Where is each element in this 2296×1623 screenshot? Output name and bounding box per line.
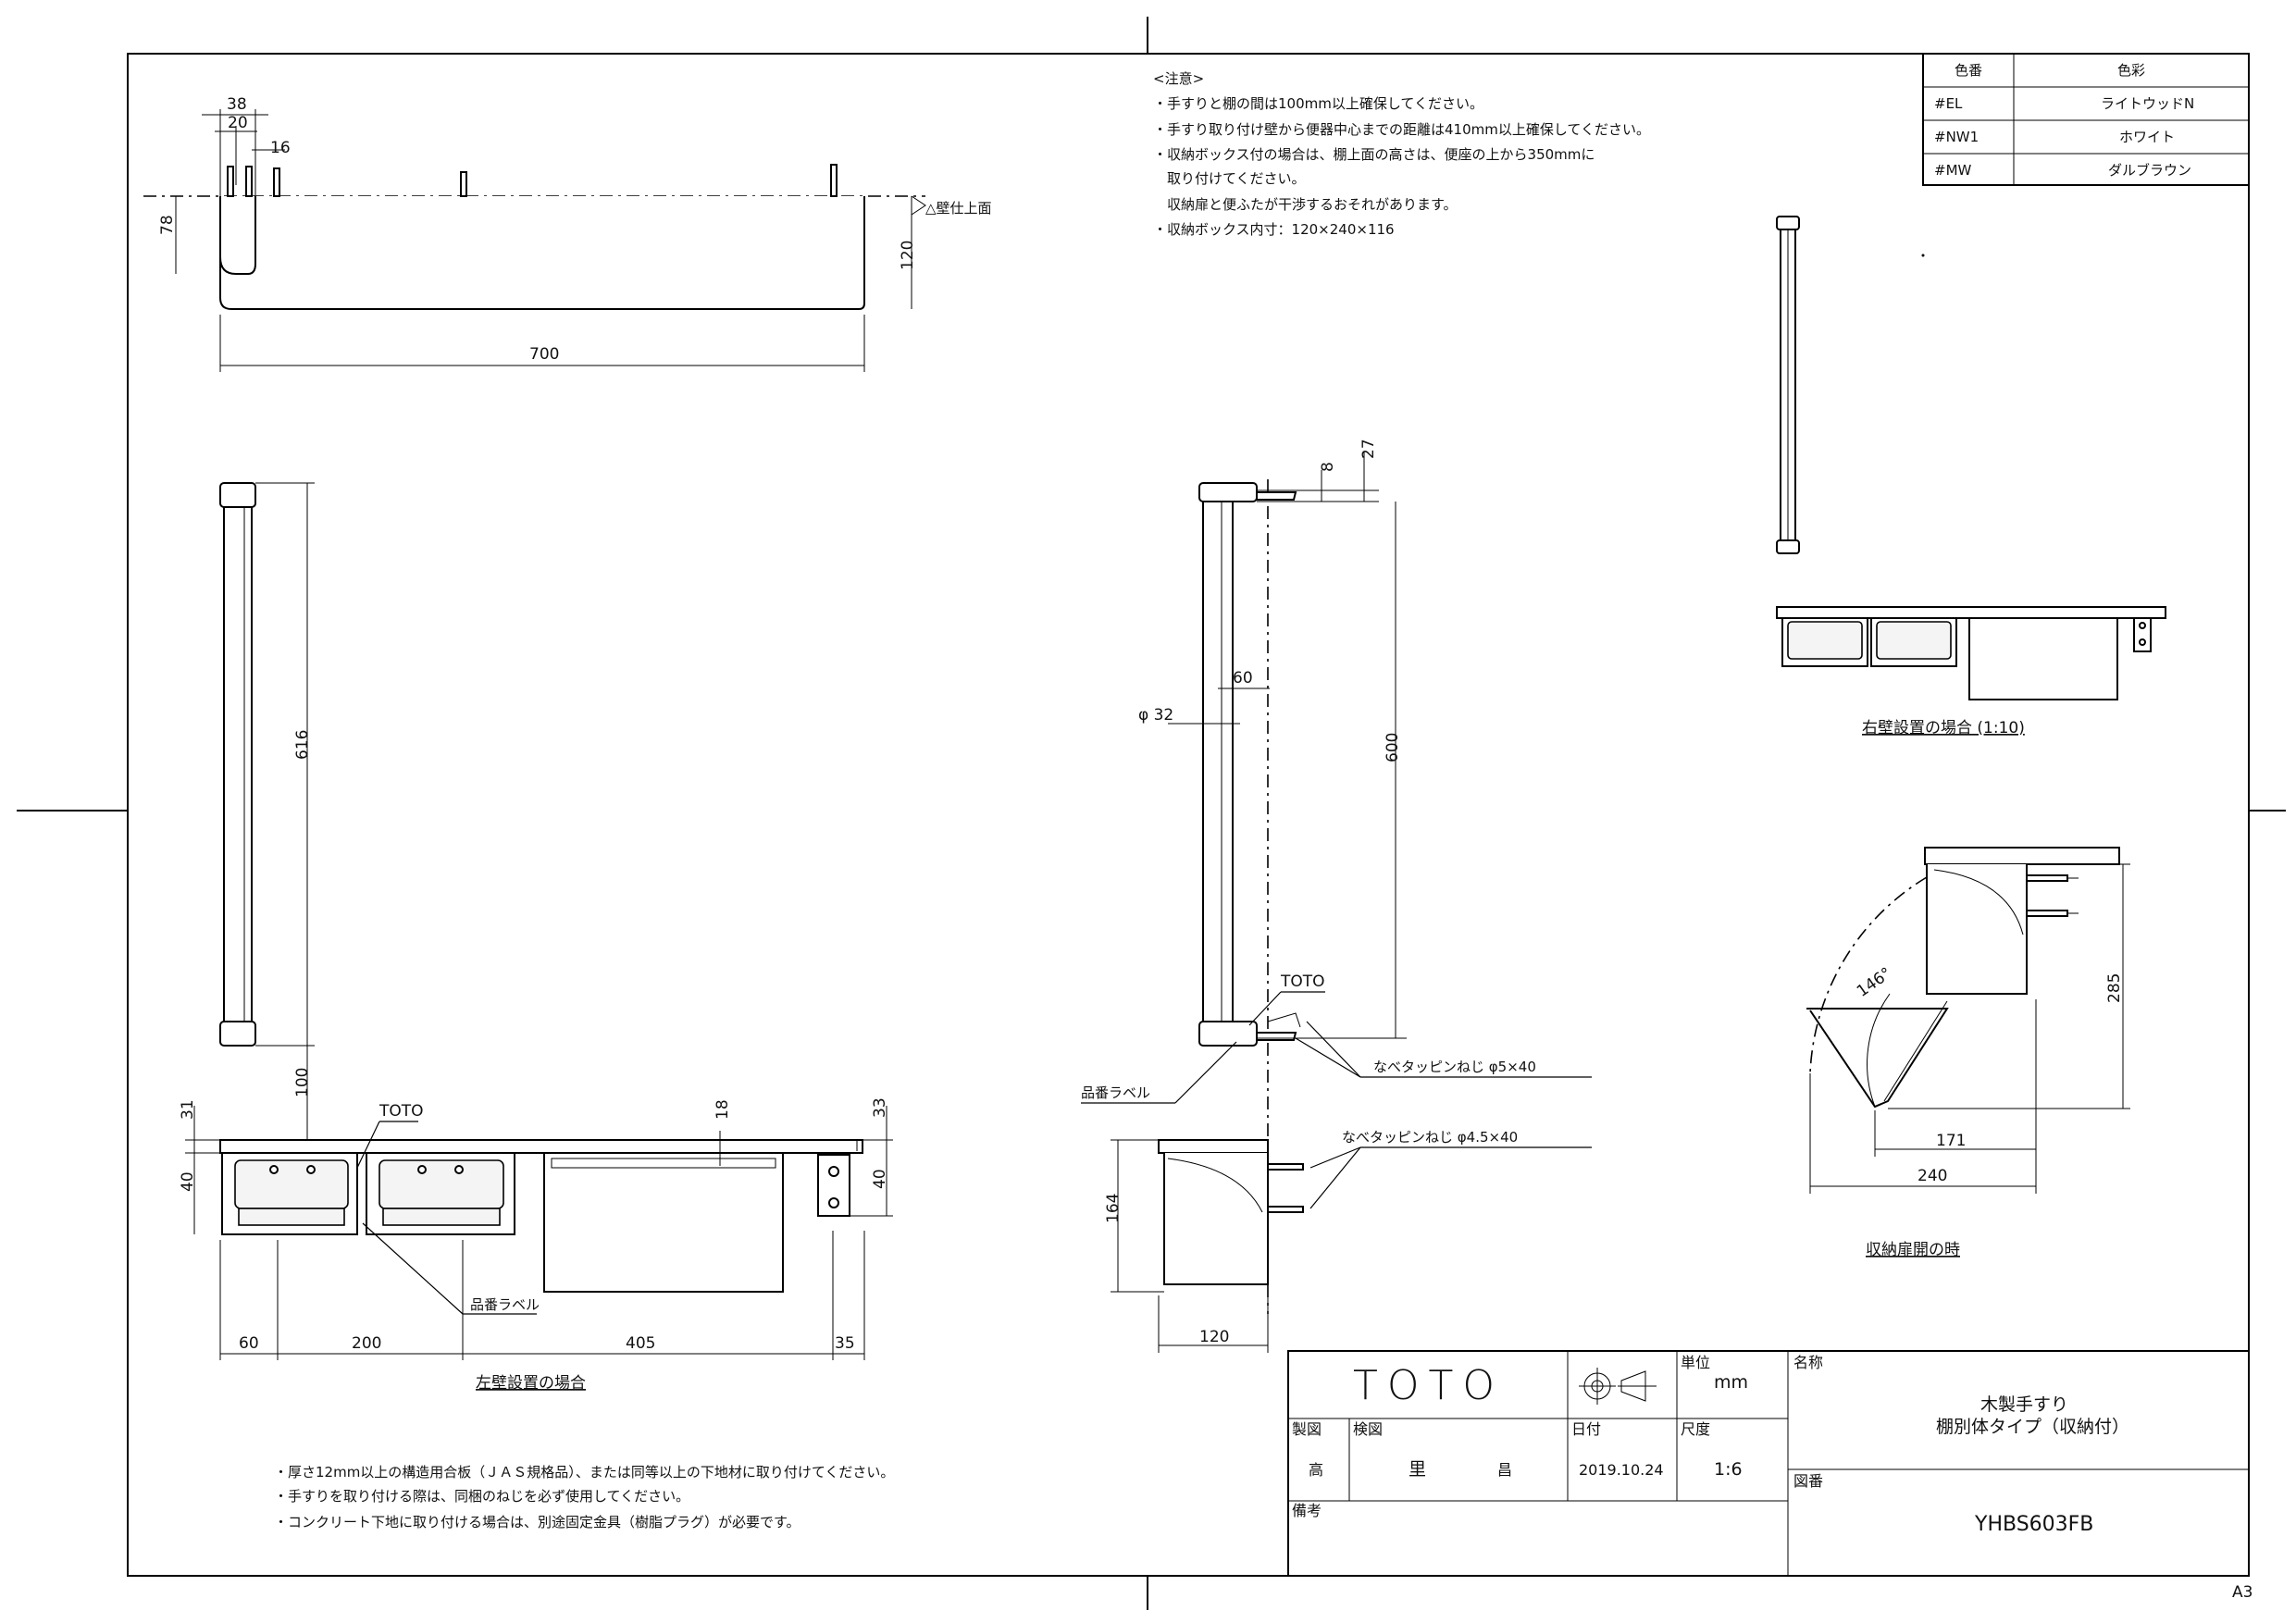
- dim-200: 200: [352, 1334, 381, 1353]
- color-name: ライトウッドN: [2101, 95, 2194, 112]
- front-view: 31 40 18 33 40 TOTO 品番ラベル 60 200 405 35 …: [179, 1097, 893, 1393]
- drawing-no-label: 図番: [1793, 1472, 1823, 1490]
- remarks-label: 備考: [1292, 1502, 1322, 1519]
- stamp-drafter: 高: [1309, 1461, 1323, 1479]
- open-dim-285: 285: [2105, 973, 2124, 1003]
- front-toto-label: TOTO: [379, 1102, 424, 1121]
- side-toto-label: TOTO: [1280, 973, 1325, 991]
- notice-block: <注意> ・手すりと棚の間は100mm以上確保してください。 ・手すり取り付け壁…: [1153, 70, 1650, 238]
- color-table-header-color: 色彩: [2117, 62, 2145, 79]
- side-part-label: 品番ラベル: [1081, 1084, 1150, 1101]
- unit-value: mm: [1714, 1372, 1748, 1393]
- notice-line: ・収納ボックス内寸：120×240×116: [1153, 221, 1395, 238]
- side-screw5-label: なべタッピンねじ φ5×40: [1373, 1059, 1536, 1075]
- side-dim-164: 164: [1104, 1194, 1123, 1223]
- date-value: 2019.10.24: [1579, 1461, 1664, 1479]
- color-code: #NW1: [1934, 129, 1979, 145]
- dim-35: 35: [835, 1334, 855, 1353]
- side-screw45-label: なべタッピンねじ φ4.5×40: [1342, 1129, 1518, 1146]
- dim-38: 38: [227, 95, 247, 114]
- open-dim-171: 171: [1936, 1132, 1966, 1150]
- wall-top-label: △壁仕上面: [925, 200, 992, 217]
- dim-60: 60: [239, 1334, 259, 1353]
- dim-700: 700: [529, 345, 559, 364]
- side-phi32: φ 32: [1138, 706, 1173, 725]
- name-label: 名称: [1793, 1354, 1823, 1371]
- dim-33: 33: [871, 1097, 889, 1118]
- rail-view-left: 616 100: [219, 482, 315, 1140]
- side-dim-8: 8: [1319, 462, 1337, 472]
- color-name: ダルブラウン: [2108, 162, 2191, 179]
- bottom-note: ・厚さ12mm以上の構造用合板（ＪＡＳ規格品）、または同等以上の下地材に取り付け…: [274, 1464, 894, 1481]
- color-name: ホワイト: [2119, 129, 2175, 145]
- side-dim-60: 60: [1233, 669, 1253, 688]
- right-wall-caption: 右壁設置の場合 (1:10): [1862, 719, 2025, 737]
- notice-line: 取り付けてください。: [1153, 170, 1306, 187]
- unit-label: 単位: [1681, 1354, 1710, 1371]
- drawing-no: YHBS603FB: [1974, 1513, 2093, 1536]
- side-dim-27: 27: [1359, 439, 1378, 459]
- dim-16: 16: [270, 139, 291, 157]
- color-table: 色番 色彩 #EL ライトウッドN #NW1 ホワイト #MW ダルブラウン: [1922, 53, 2250, 186]
- notice-line: ・手すり取り付け壁から便器中心までの距離は410mm以上確保してください。: [1153, 121, 1650, 138]
- side-dim-120: 120: [1199, 1328, 1229, 1346]
- bottom-note: ・コンクリート下地に取り付ける場合は、別途固定金具（樹脂プラグ）が必要です。: [274, 1514, 800, 1530]
- right-wall-view: 右壁設置の場合 (1:10): [1776, 216, 2166, 737]
- notice-line: ・手すりと棚の間は100mm以上確保してください。: [1153, 95, 1483, 112]
- color-table-header-code: 色番: [1955, 62, 1982, 79]
- date-label: 日付: [1571, 1420, 1601, 1438]
- bottom-notes: ・厚さ12mm以上の構造用合板（ＪＡＳ規格品）、または同等以上の下地材に取り付け…: [274, 1464, 894, 1530]
- bottom-note: ・手すりを取り付ける際は、同梱のねじを必ず使用してください。: [274, 1488, 689, 1505]
- title-logo: TOTO: [1353, 1362, 1504, 1409]
- dim-31: 31: [179, 1099, 197, 1120]
- front-view-caption: 左壁設置の場合: [476, 1374, 586, 1393]
- dim-100: 100: [293, 1068, 312, 1097]
- notice-header: <注意>: [1153, 70, 1204, 87]
- dim-40-right: 40: [871, 1169, 889, 1189]
- side-dim-600: 600: [1384, 733, 1402, 762]
- check-label: 検図: [1353, 1420, 1383, 1438]
- dim-40-left: 40: [179, 1171, 197, 1192]
- notice-line: ・収納ボックス付の場合は、棚上面の高さは、便座の上から350mmに: [1153, 146, 1595, 163]
- side-view: 8 27 600 60 φ 32 TOTO なべタッピンねじ φ5×40 品番ラ…: [1081, 439, 1592, 1353]
- open-view-caption: 収納扉開の時: [1866, 1241, 1960, 1259]
- notice-line: 収納扉と便ふたが干渉するおそれがあります。: [1153, 196, 1458, 213]
- stamp-approver: 昌: [1497, 1461, 1512, 1479]
- stamp-checker: 里: [1409, 1459, 1426, 1480]
- dim-405: 405: [626, 1334, 655, 1353]
- title-block: TOTO 単位 mm 名称 木製手すり 棚別体タイプ（収納付） 製図 検図 高 …: [1287, 1350, 2250, 1577]
- dim-20: 20: [228, 114, 248, 132]
- drawing-frame: [127, 53, 2250, 1577]
- dim-18: 18: [714, 1099, 732, 1120]
- open-door-view: 146° 285 171 240 収納扉開の時: [1806, 847, 2130, 1259]
- top-view: 38 20 16 78 120 △壁仕上面 700: [143, 95, 992, 372]
- front-part-label: 品番ラベル: [470, 1296, 540, 1313]
- dim-616: 616: [293, 730, 312, 760]
- color-code: #MW: [1934, 162, 1972, 179]
- product-name-2: 棚別体タイプ（収納付）: [1936, 1417, 2129, 1437]
- color-code: #EL: [1934, 95, 1963, 112]
- projection-symbol-icon: [1579, 1368, 1657, 1405]
- made-label: 製図: [1292, 1420, 1322, 1438]
- paper-size: A3: [2232, 1583, 2253, 1602]
- dim-120: 120: [899, 241, 917, 270]
- dim-78: 78: [158, 215, 177, 235]
- product-name-1: 木製手すり: [1980, 1394, 2068, 1415]
- scale-value: 1:6: [1714, 1459, 1743, 1480]
- open-dim-240: 240: [1917, 1167, 1947, 1185]
- scale-label: 尺度: [1681, 1420, 1710, 1438]
